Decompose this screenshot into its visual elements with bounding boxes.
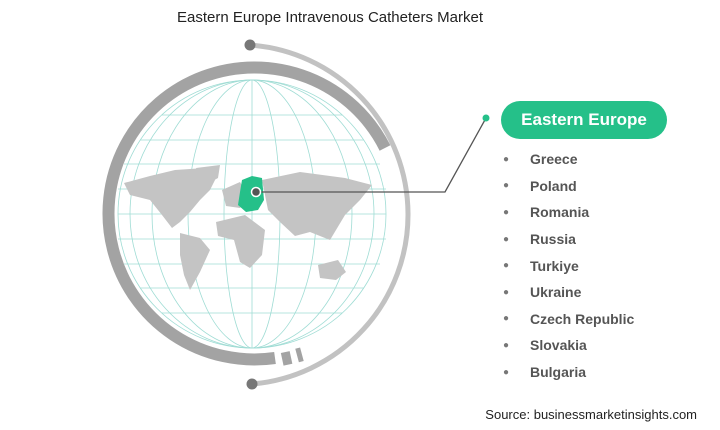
list-item: ●Turkiye xyxy=(503,257,579,274)
location-marker xyxy=(250,186,262,198)
connector-line xyxy=(258,117,487,193)
outer-dark-arc xyxy=(102,61,391,366)
north-america xyxy=(124,168,218,228)
chart-title: Eastern Europe Intravenous Catheters Mar… xyxy=(177,9,483,26)
australia xyxy=(318,260,346,280)
connector-end-dot xyxy=(482,114,490,122)
outer-light-arc xyxy=(249,42,411,387)
arc-bottom-dot xyxy=(246,378,258,390)
source-text: Source: businessmarketinsights.com xyxy=(485,407,697,422)
world-map xyxy=(124,165,372,290)
list-item: ●Czech Republic xyxy=(503,310,635,327)
list-item: ●Poland xyxy=(503,177,577,194)
asia xyxy=(262,172,372,240)
south-america xyxy=(180,233,210,290)
list-item: ●Slovakia xyxy=(503,337,587,354)
list-item: ●Russia xyxy=(503,231,576,248)
eastern-europe-highlight xyxy=(238,176,264,212)
ring-tick xyxy=(295,347,304,363)
greenland xyxy=(196,165,220,185)
africa xyxy=(216,215,265,268)
list-item: ●Ukraine xyxy=(503,284,582,301)
region-badge: Eastern Europe xyxy=(501,101,667,139)
arc-top-dot xyxy=(244,39,256,51)
country-list: ●Greece ●Poland ●Romania ●Russia ●Turkiy… xyxy=(503,146,634,385)
list-item: ●Bulgaria xyxy=(503,364,587,381)
list-item: ●Greece xyxy=(503,151,578,168)
list-item: ●Romania xyxy=(503,204,590,221)
ring-tick xyxy=(280,351,293,366)
